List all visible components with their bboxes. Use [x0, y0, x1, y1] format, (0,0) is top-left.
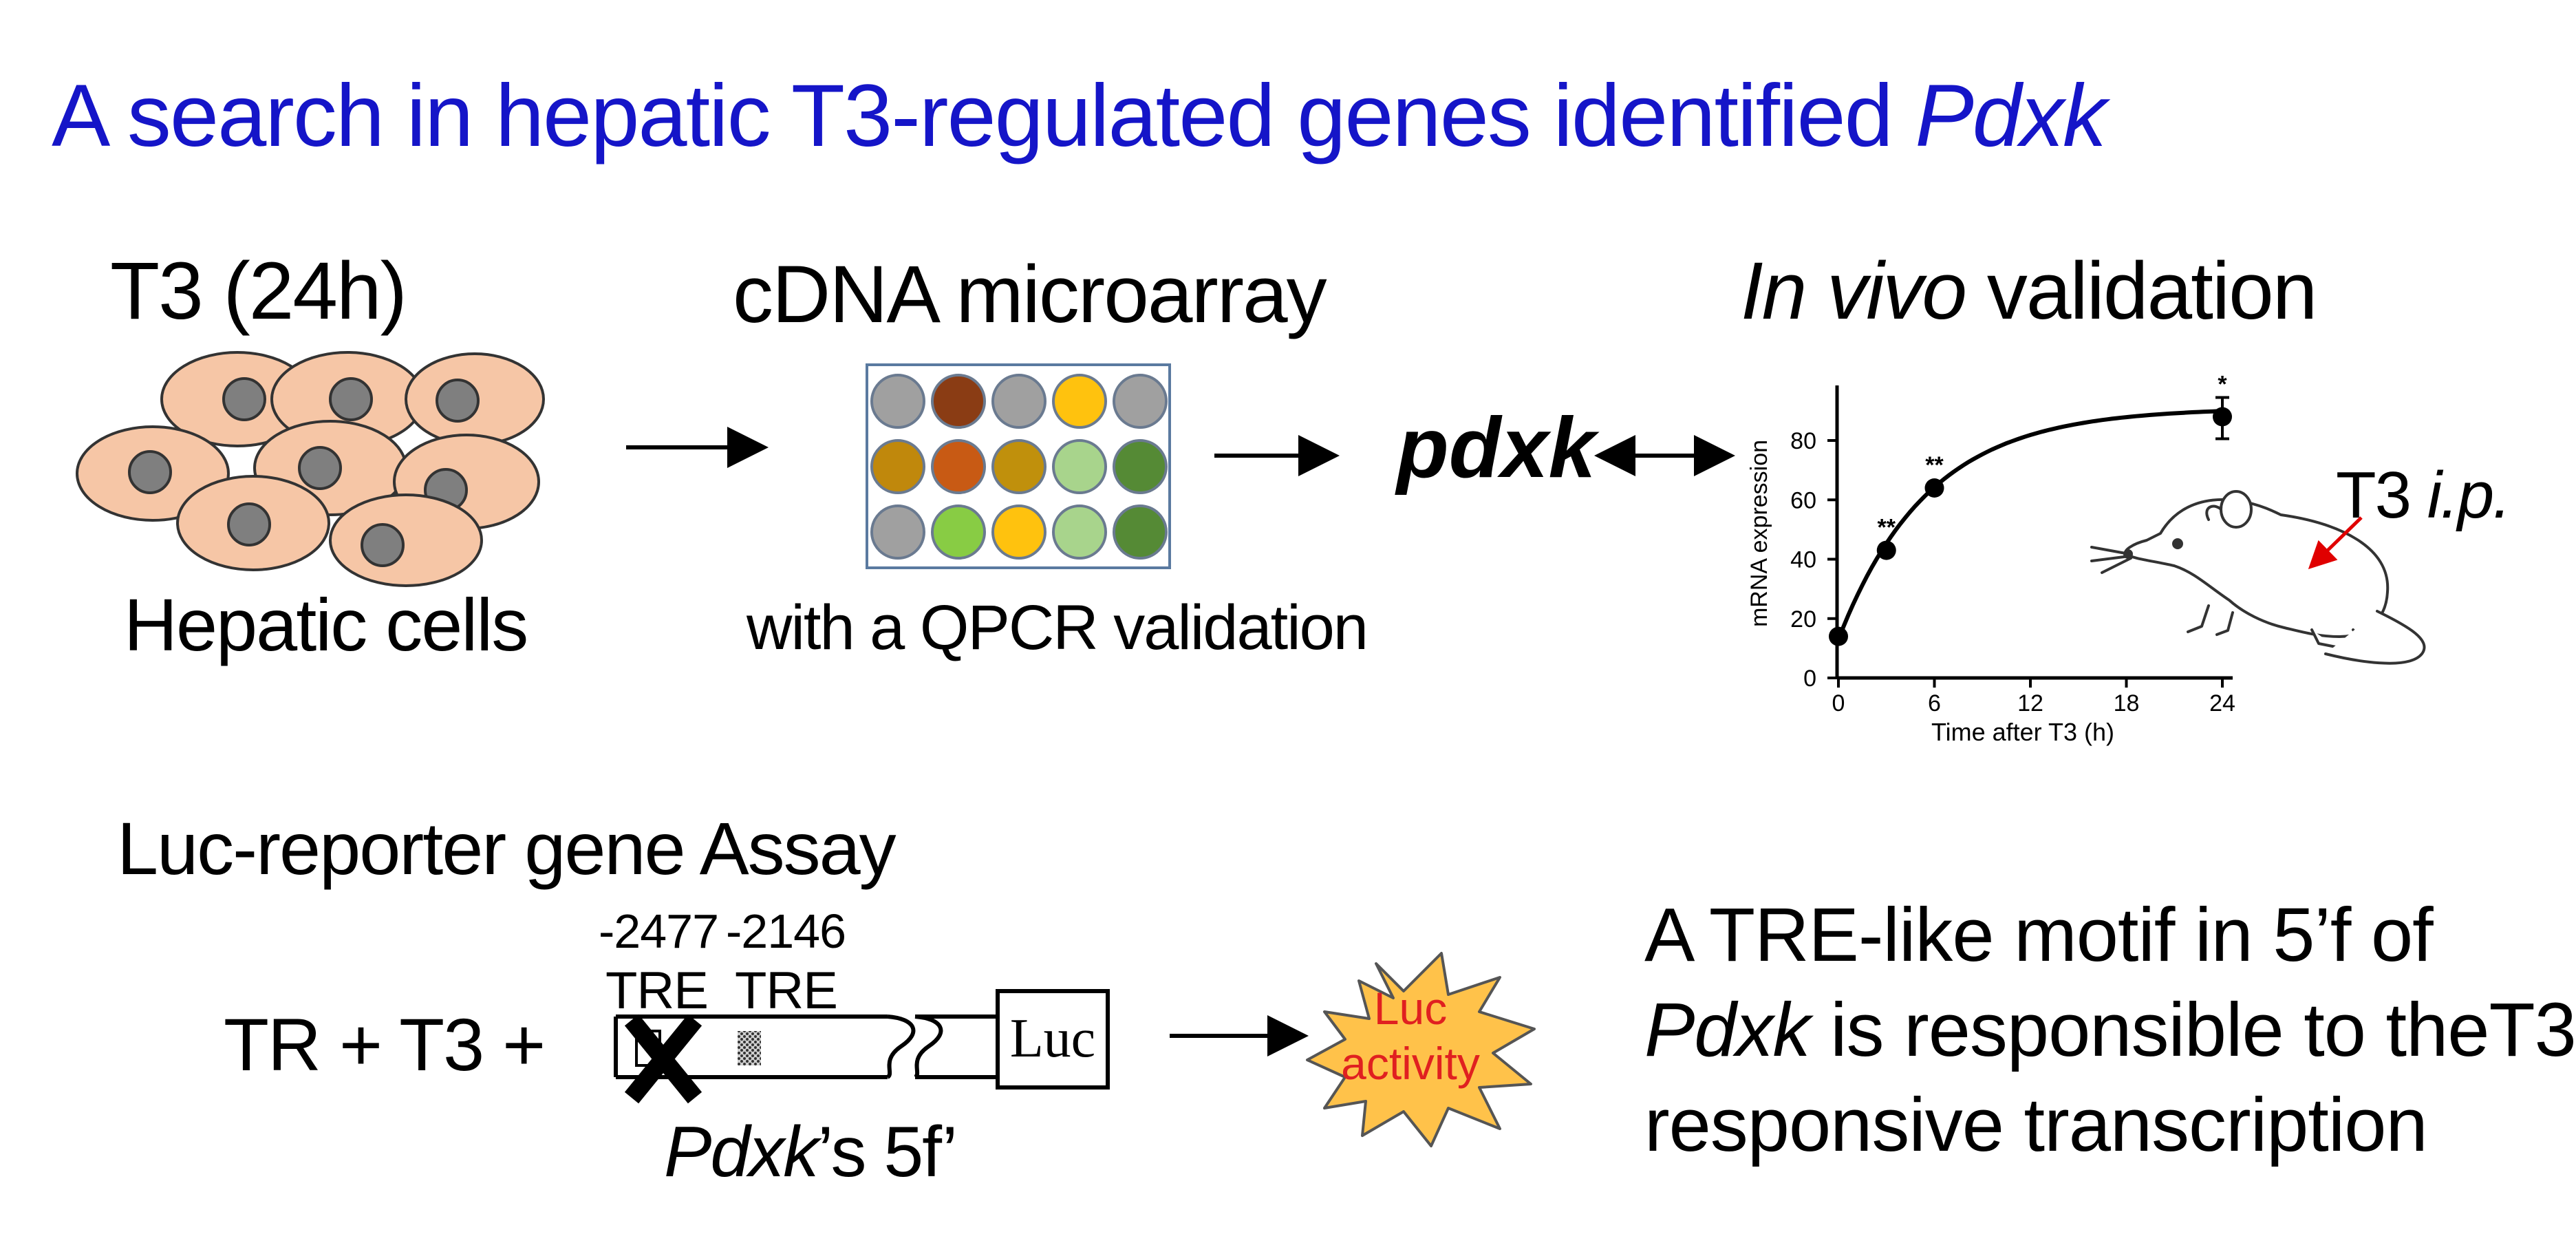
invivo-validation-label: In vivo validation: [1741, 244, 2318, 338]
mutation-x-mark: [624, 1014, 702, 1104]
array-well: [870, 504, 925, 560]
treatment-label: T3 (24h): [110, 246, 407, 337]
conclusion-line1: A TRE-like motif in 5’f of: [1644, 893, 2434, 977]
cell: [160, 351, 314, 447]
tre-element-2: [738, 1031, 761, 1065]
position-2477: -2477: [599, 904, 718, 958]
array-well: [931, 374, 986, 429]
x-axis-label: Time after T3 (h): [1931, 718, 2114, 746]
x-tick-label: 6: [1928, 690, 1941, 716]
array-well: [1052, 439, 1107, 494]
luc-activity-burst: Luc activity: [1306, 952, 1536, 1147]
promoter-gene: Pdxk: [664, 1112, 819, 1192]
pdxk-gene-label: pdxk: [1397, 401, 1596, 496]
significance-label: **: [1925, 452, 1944, 478]
cell: [329, 493, 483, 587]
data-point: [1924, 478, 1944, 498]
array-well: [991, 439, 1046, 494]
data-point: [2213, 407, 2232, 427]
y-tick-label: 60: [1790, 487, 1816, 513]
array-well: [1113, 504, 1168, 560]
data-point: [1876, 540, 1896, 560]
x-tick-label: 12: [2017, 690, 2043, 716]
array-well: [1113, 374, 1168, 429]
title-main: A search in hepatic T3-regulated genes i…: [52, 67, 1915, 165]
array-well: [1052, 504, 1107, 560]
x-tick-label: 24: [2209, 690, 2235, 716]
hepatic-cells-illustration: [76, 351, 545, 587]
array-well: [870, 439, 925, 494]
break-symbol-1: [886, 1014, 916, 1079]
red-injection-arrow: [2308, 516, 2363, 569]
assay-equation: TR + T3 +: [224, 1003, 546, 1086]
title-gene: Pdxk: [1915, 67, 2107, 165]
microarray-grid: [866, 363, 1171, 569]
array-well: [931, 504, 986, 560]
t3-ip-plain: T3: [2336, 458, 2427, 532]
y-tick-label: 20: [1790, 606, 1816, 633]
conclusion-line2: Pdxk is responsible to theT3: [1644, 983, 2576, 1078]
significance-label: *: [2218, 372, 2227, 398]
cell: [405, 352, 545, 446]
invivo-rest: validation: [1966, 246, 2318, 337]
break-symbol-2: [913, 1014, 943, 1079]
invivo-italic: In vivo: [1741, 246, 1967, 337]
luc-box-label: Luc: [1010, 1008, 1095, 1069]
conclusion-line2-rest: is responsible to theT3: [1810, 988, 2576, 1072]
tre-label-2: TRE: [735, 962, 837, 1020]
y-tick-label: 40: [1790, 547, 1816, 573]
luc-box: [996, 989, 1110, 1090]
t3-ip-italic: i.p.: [2427, 458, 2511, 532]
significance-label: **: [1878, 515, 1896, 541]
microarray-label: cDNA microarray: [733, 249, 1327, 340]
data-point: [1829, 626, 1848, 646]
fit-curve: [1836, 409, 2223, 641]
x-tick-label: 0: [1832, 690, 1845, 716]
cell: [176, 475, 330, 571]
t3-ip-label: T3 i.p.: [2336, 458, 2511, 533]
conclusion-gene: Pdxk: [1644, 988, 1811, 1072]
y-tick-label: 0: [1803, 666, 1816, 692]
burst-line1: Luc: [1374, 983, 1447, 1034]
y-axis-label: mRNA expression: [1746, 440, 1772, 627]
reporter-construct: -2477 -2146 TRE TRE Luc: [599, 904, 1110, 1104]
array-well: [1113, 439, 1168, 494]
mouse-illustration: [2090, 490, 2426, 665]
array-well: [931, 439, 986, 494]
assay-heading: Luc-reporter gene Assay: [117, 807, 897, 890]
slide-title: A search in hepatic T3-regulated genes i…: [52, 65, 2107, 167]
x-tick-label: 18: [2114, 690, 2140, 716]
y-tick-label: 80: [1790, 428, 1816, 454]
tre-label-1: TRE: [605, 962, 708, 1020]
burst-line2: activity: [1341, 1038, 1480, 1089]
array-well: [870, 374, 925, 429]
conclusion-line3: responsive transcription: [1644, 1083, 2428, 1167]
conclusion-text: A TRE-like motif in 5’f of Pdxk is respo…: [1644, 888, 2576, 1173]
array-well: [1052, 374, 1107, 429]
array-well: [991, 504, 1046, 560]
promoter-suffix: ’s 5f’: [817, 1112, 958, 1192]
position-2146: -2146: [726, 904, 846, 958]
array-well: [991, 374, 1046, 429]
qpcr-validation-label: with a QPCR validation: [747, 593, 1368, 663]
hepatic-cells-label: Hepatic cells: [124, 583, 528, 666]
promoter-label: Pdxk’s 5f’: [664, 1112, 958, 1193]
